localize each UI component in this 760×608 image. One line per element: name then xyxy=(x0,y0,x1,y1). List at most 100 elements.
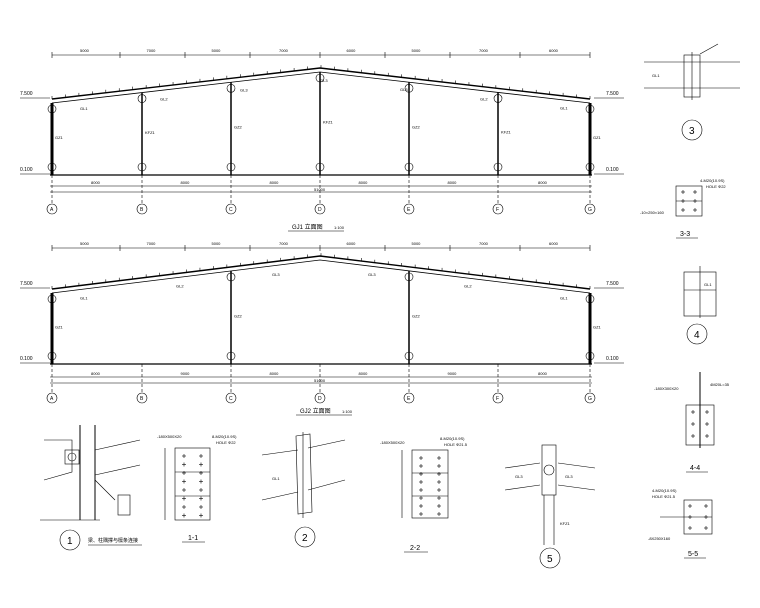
frame1-bottom-dim-1: 8000 xyxy=(181,180,191,185)
frame1-axis-bubble xyxy=(46,203,58,215)
section-3-3-bolts: 4-M20(10.9S) xyxy=(700,178,725,183)
frame1-column-label: GZ2 xyxy=(234,125,243,130)
frame1-base-marker xyxy=(137,162,147,172)
section-4-4-bolts: 4M20L=35 xyxy=(710,382,730,387)
detail-1-beam-bottom xyxy=(94,464,141,476)
frame1-axis-label: F xyxy=(496,207,499,213)
frame2-column-label: GZ1 xyxy=(55,325,64,330)
frame1-total-dim: 51000 xyxy=(314,187,326,192)
frame1-base-marker xyxy=(47,162,57,172)
frame1-joint-marker xyxy=(315,73,325,83)
frame2-elev-base-left: 0.100 xyxy=(20,356,33,362)
detail-1 xyxy=(40,425,141,551)
section-2-2-label: 2-2 xyxy=(410,545,420,552)
section-1-1 xyxy=(164,447,211,521)
frame1-axis-bubble xyxy=(314,203,326,215)
detail-5-beam-left: GL3 xyxy=(515,474,523,479)
frame2-column-label: GZ1 xyxy=(593,325,602,330)
frame2-joint-marker xyxy=(47,294,57,304)
section-5-5-bolt-grid xyxy=(688,504,708,530)
frame1-joint-marker xyxy=(47,104,57,114)
frame1-joint-marker xyxy=(404,83,414,93)
frame1-column-label: KFZ1 xyxy=(145,130,156,135)
detail-2-end-plates xyxy=(295,433,313,515)
frame1-axis-label: E xyxy=(407,207,411,213)
frame1-top-dim-4: 6000 xyxy=(347,48,357,53)
frame2-joint-marker xyxy=(404,272,414,282)
frame1-beam-label: GL2 xyxy=(480,96,488,101)
frame2-top-dim-4: 6000 xyxy=(347,241,357,246)
frame1-rafter-top xyxy=(51,67,591,100)
section-3-3-bolt-grid xyxy=(681,190,697,212)
frame1-column-label: GZ2 xyxy=(412,125,421,130)
detail-5-beam-left-top xyxy=(504,462,541,469)
frame1-top-dim-3: 7000 xyxy=(279,48,289,53)
detail-1-beam-top xyxy=(94,439,141,451)
detail-2-beam-bottom-right xyxy=(307,479,346,491)
detail-5 xyxy=(504,444,596,569)
frame1-scale: 1:100 xyxy=(334,225,345,230)
frame2-bottom-dim-2: 8000 xyxy=(270,371,280,376)
section-5-5-plate-label: -8X250X160 xyxy=(648,536,671,541)
detail-2-beam-top-left xyxy=(261,449,299,456)
detail-2-beam-top-right xyxy=(307,439,346,449)
frame2-top-dim-6: 7000 xyxy=(479,241,489,246)
frame1-joint-marker xyxy=(226,83,236,93)
section-4-4 xyxy=(685,372,715,448)
frame2-base-marker xyxy=(47,351,57,361)
detail-3 xyxy=(644,43,740,141)
detail-2-beam-bottom-left xyxy=(261,491,299,501)
section-2-2-bolt-grid xyxy=(419,456,441,516)
section-4-4-label: 4-4 xyxy=(690,465,700,472)
frame1-elev-top-left: 7.500 xyxy=(20,91,33,97)
frame1-beam-label: GL3 xyxy=(240,87,248,92)
frame2-beam-label: GL2 xyxy=(464,284,472,289)
frame1-axis-label: G xyxy=(588,207,592,213)
frame1-joint-marker xyxy=(493,94,503,103)
detail-5-beam-right-bottom xyxy=(557,484,596,491)
frame2-elev-top-left: 7.500 xyxy=(20,281,33,287)
frame2-beam-label: GL1 xyxy=(80,296,88,301)
frame2-axis-bubble xyxy=(225,392,237,404)
frame1-base-marker xyxy=(315,162,325,172)
detail-5-beam-left-bottom xyxy=(504,484,541,491)
frame1-columns: GZ1KFZ1GZ2KFZ1GZ2KFZ1GZ1GL1GL2GL3GL3GL3G… xyxy=(47,72,602,175)
detail-4-ref-circle xyxy=(686,323,708,345)
section-2-2-plate-label: -180X500X20 xyxy=(380,440,405,445)
section-2-2-bolts: 8-M20(10.9S) xyxy=(440,436,465,441)
frame1-axis-bubble xyxy=(403,203,415,215)
frame2-top-dim-5: 5000 xyxy=(412,241,422,246)
frame2-axis-bubble xyxy=(584,392,596,404)
frame2-top-dim-1: 7000 xyxy=(147,241,157,246)
section-5-5-bolts: 4-M20(10.9S) xyxy=(652,488,677,493)
detail-2 xyxy=(261,432,346,548)
section-3-3 xyxy=(675,185,703,217)
frame1-bottom-dim-3: 8000 xyxy=(359,180,369,185)
section-5-5 xyxy=(660,499,713,535)
frame1-joint-marker xyxy=(585,104,595,114)
frame1-axis-bubble xyxy=(492,203,504,215)
frame1-top-dim-7: 6000 xyxy=(549,48,559,53)
frame2-axis-bubble xyxy=(314,392,326,404)
detail-1-caption: 梁、柱隅撑与檩条连接 xyxy=(88,537,138,544)
frame2-axis-bubble xyxy=(136,392,148,404)
frame2-column-label: GZ2 xyxy=(234,313,243,318)
frame2-beam-label: GL3 xyxy=(368,272,376,277)
section-2-2-plate xyxy=(411,449,449,519)
frame1-title: GJ1 立面图 xyxy=(292,223,323,231)
frame2-total-dim: 51000 xyxy=(314,378,326,383)
frame1-top-dim-5: 5000 xyxy=(412,48,422,53)
frame1-axis-label: B xyxy=(140,207,144,213)
detail-4-beam-label: GL1 xyxy=(704,282,712,287)
detail-1-brace xyxy=(94,479,116,501)
section-2-2 xyxy=(401,449,449,519)
frame2-rafter-bottom xyxy=(51,259,591,294)
frame2-bottom-dim-3: 8000 xyxy=(359,371,369,376)
detail-3-leader xyxy=(699,43,719,55)
detail-3-beam-label: GL1 xyxy=(652,73,660,78)
